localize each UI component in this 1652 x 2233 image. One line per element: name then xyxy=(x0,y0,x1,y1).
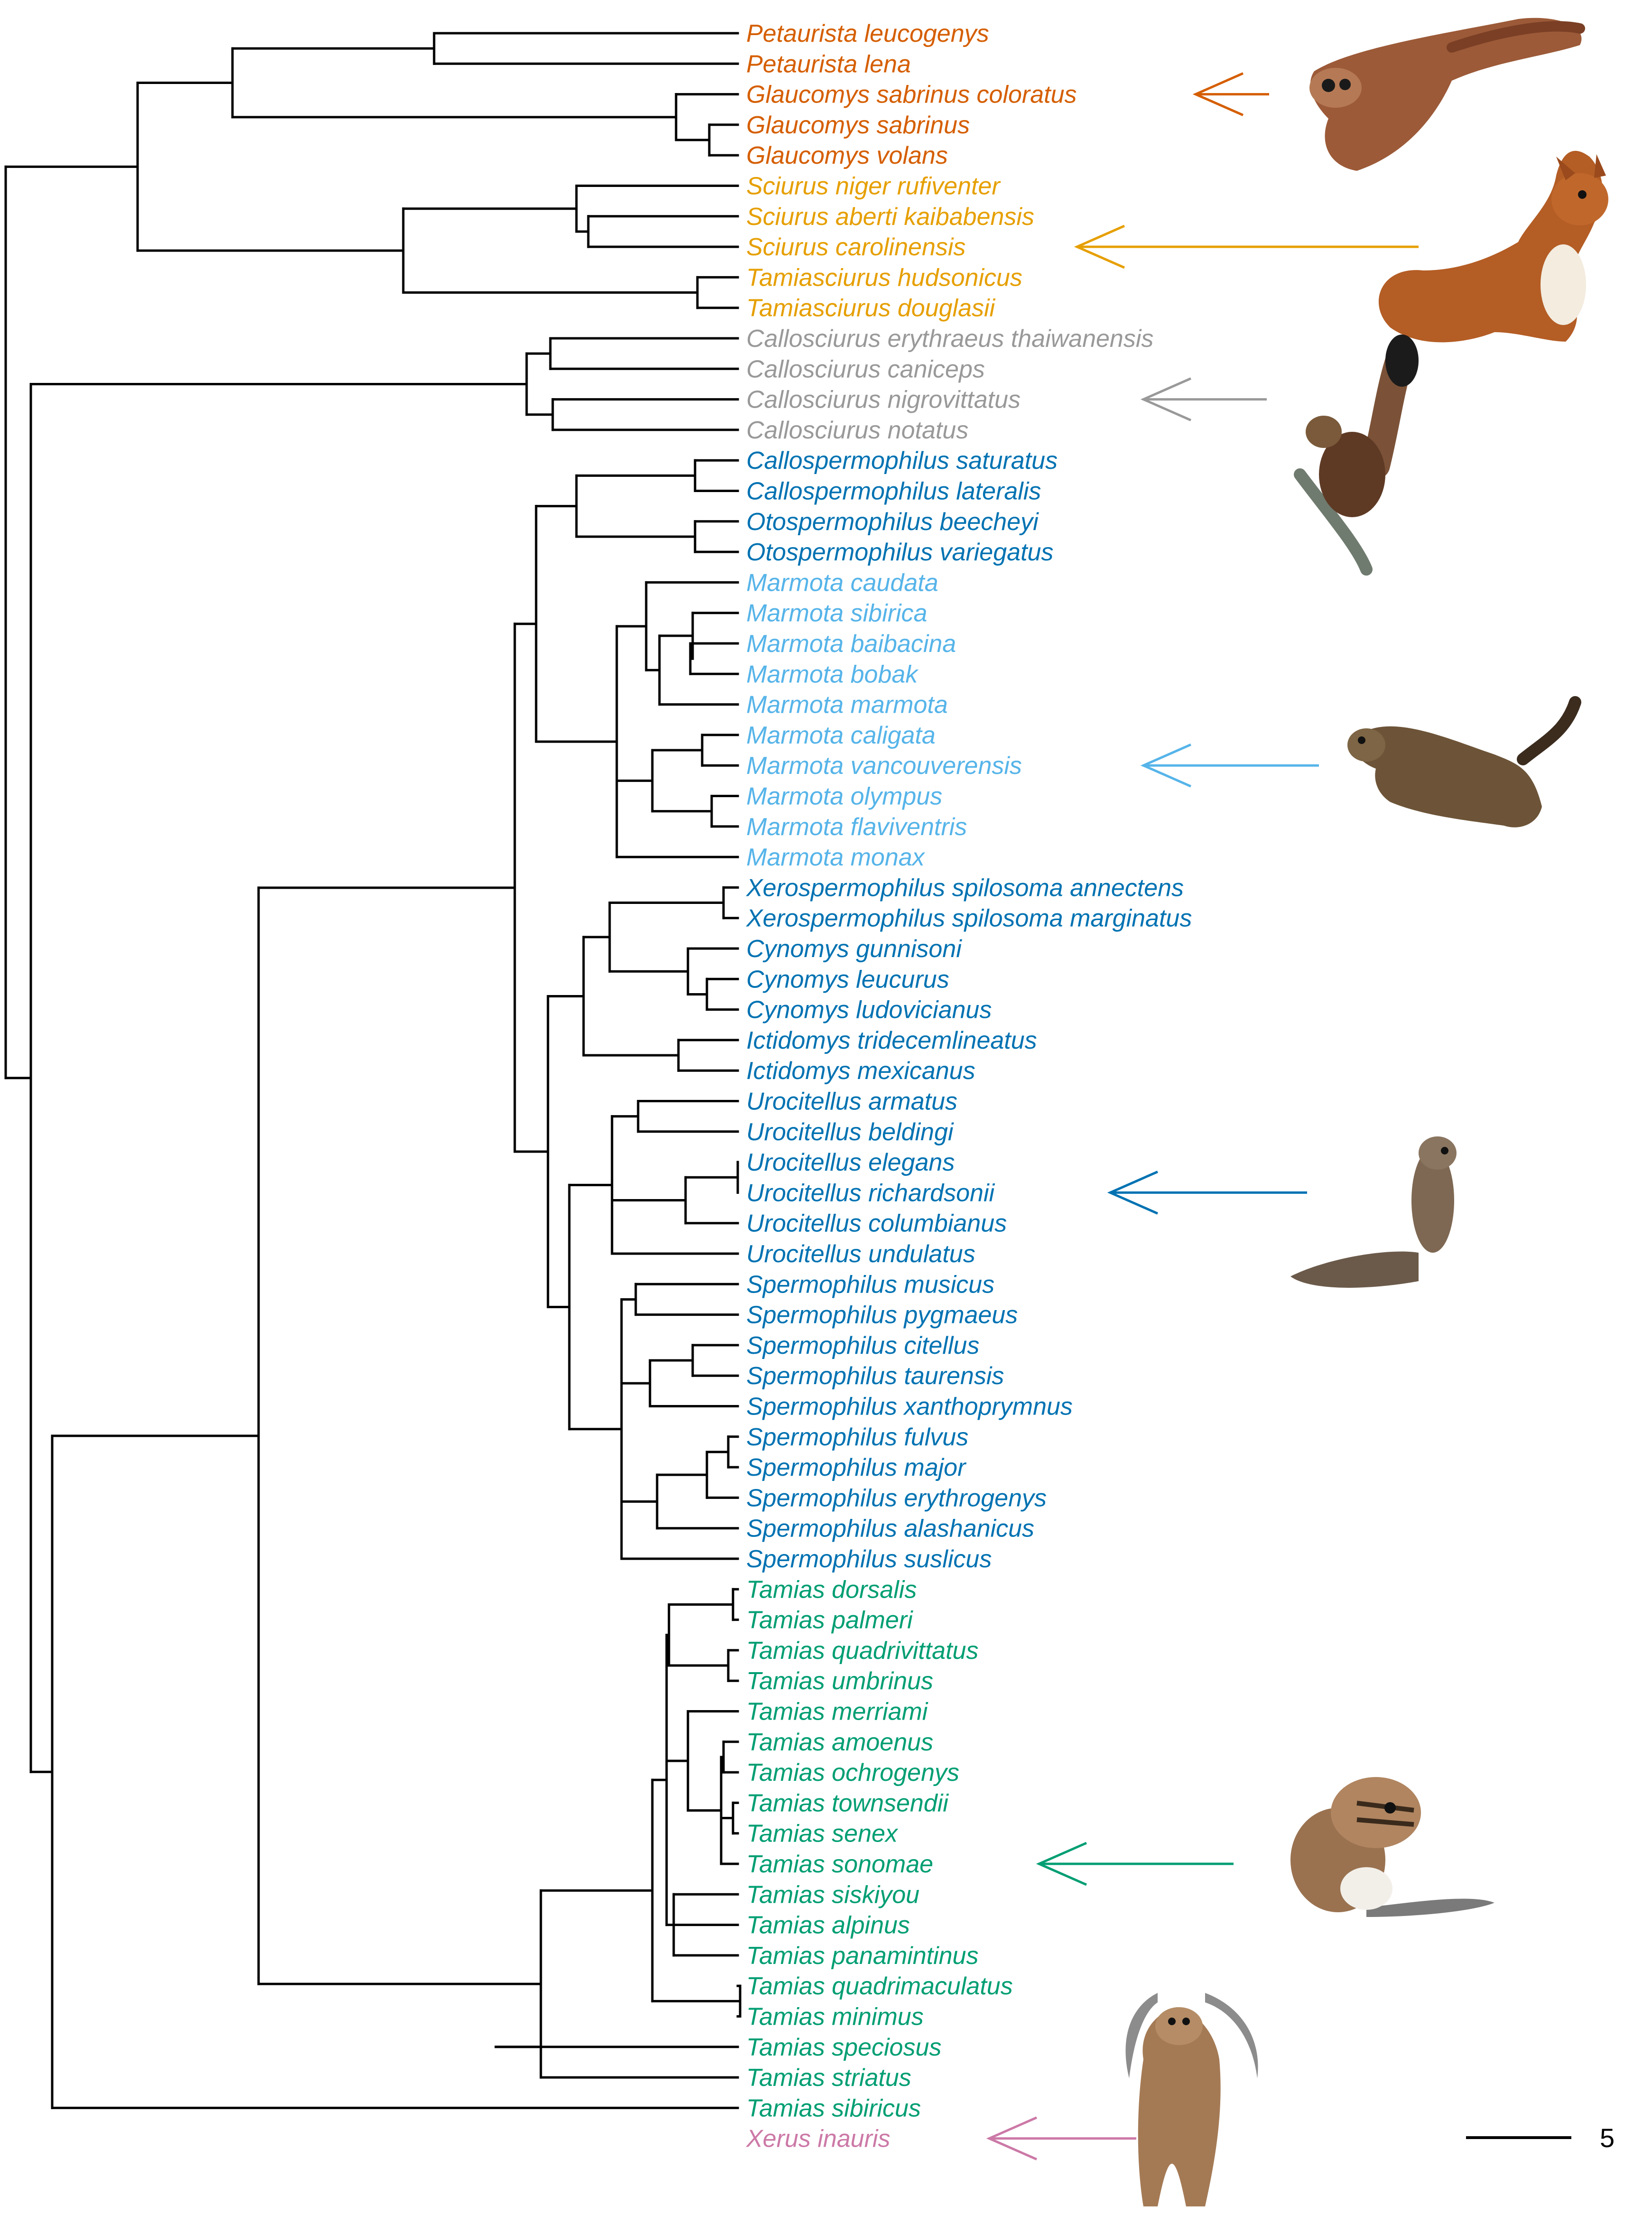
taxon-label: Marmota flaviventris xyxy=(746,813,967,841)
taxon-label: Urocitellus columbianus xyxy=(746,1210,1007,1237)
ground-squirrel-icon xyxy=(1290,1136,1457,1288)
taxon-label: Tamias siskiyou xyxy=(746,1881,919,1908)
taxon-label: Glaucomys volans xyxy=(746,142,948,169)
taxon-label: Tamias merriami xyxy=(746,1698,928,1726)
taxon-label: Marmota sibirica xyxy=(746,600,927,627)
taxon-label: Spermophilus alashanicus xyxy=(746,1515,1034,1543)
taxon-label: Otospermophilus variegatus xyxy=(746,539,1053,566)
taxon-label: Spermophilus suslicus xyxy=(746,1545,992,1573)
taxon-label: Marmota marmota xyxy=(746,691,948,719)
taxon-label: Cynomys leucurus xyxy=(746,966,949,993)
taxon-label: Tamias sonomae xyxy=(746,1851,933,1878)
taxon-label: Callosciurus caniceps xyxy=(746,355,985,383)
taxon-label: Spermophilus citellus xyxy=(746,1332,979,1359)
callosciurus-icon xyxy=(1294,335,1419,576)
taxon-label: Tamias sibiricus xyxy=(746,2094,921,2122)
taxon-label: Tamias palmeri xyxy=(746,1607,913,1634)
tree-branches xyxy=(4,32,742,2109)
taxon-label: Petaurista leucogenys xyxy=(746,20,989,47)
clade-arrow xyxy=(1074,224,1419,269)
marmot-icon xyxy=(1347,696,1581,828)
taxon-label: Spermophilus erythrogenys xyxy=(746,1484,1047,1512)
taxon-label: Marmota baibacina xyxy=(746,630,956,658)
taxon-label: Tamias quadrivittatus xyxy=(746,1637,978,1665)
clade-arrow xyxy=(1036,1842,1234,1886)
taxon-label: Ictidomys tridecemlineatus xyxy=(746,1027,1037,1054)
taxon-label: Marmota caudata xyxy=(746,569,938,596)
taxon-label: Tamiasciurus hudsonicus xyxy=(746,264,1022,291)
taxon-label: Spermophilus pygmaeus xyxy=(746,1302,1018,1329)
clade-arrow xyxy=(986,2116,1136,2160)
taxon-label: Tamias alpinus xyxy=(746,1912,910,1939)
scale-bar-label: 5 xyxy=(1600,2123,1615,2153)
taxon-label: Tamias townsendii xyxy=(746,1789,949,1817)
taxon-label: Marmota caligata xyxy=(746,722,936,749)
taxon-label: Tamias dorsalis xyxy=(746,1576,917,1603)
flying-squirrel-icon xyxy=(1309,18,1585,171)
taxon-label: Glaucomys sabrinus coloratus xyxy=(746,81,1077,109)
taxon-label: Urocitellus beldingi xyxy=(746,1118,954,1146)
taxon-label: Marmota olympus xyxy=(746,783,942,810)
taxon-label: Cynomys gunnisoni xyxy=(746,935,962,963)
cape-ground-squirrel-icon xyxy=(1125,1993,1258,2206)
taxon-label: Glaucomys sabrinus xyxy=(746,112,970,139)
taxon-label: Otospermophilus beecheyi xyxy=(746,508,1039,536)
taxon-label: Tamias striatus xyxy=(746,2064,911,2092)
taxon-label: Spermophilus musicus xyxy=(746,1271,994,1298)
taxon-label: Urocitellus armatus xyxy=(746,1088,957,1116)
taxon-label: Urocitellus undulatus xyxy=(746,1240,975,1268)
taxon-label: Xerospermophilus spilosoma annectens xyxy=(746,874,1184,902)
taxon-label: Urocitellus richardsonii xyxy=(746,1179,995,1207)
taxon-label: Callosciurus erythraeus thaiwanensis xyxy=(746,325,1153,353)
clade-arrow xyxy=(1107,1171,1307,1215)
taxon-label: Callosciurus nigrovittatus xyxy=(746,386,1021,414)
taxon-label: Tamias umbrinus xyxy=(746,1667,933,1695)
taxon-label: Spermophilus fulvus xyxy=(746,1424,968,1451)
taxon-label: Callospermophilus lateralis xyxy=(746,478,1041,505)
taxon-label: Callosciurus notatus xyxy=(746,417,968,444)
taxon-label: Sciurus carolinensis xyxy=(746,233,965,261)
clade-arrow xyxy=(1140,743,1319,788)
taxon-label: Tamias minimus xyxy=(746,2003,924,2031)
taxon-label: Spermophilus taurensis xyxy=(746,1362,1004,1390)
taxon-label: Ictidomys mexicanus xyxy=(746,1057,975,1085)
clade-arrows xyxy=(986,72,1419,2160)
taxon-label: Sciurus niger rufiventer xyxy=(746,173,1001,200)
taxon-label: Xerospermophilus spilosoma marginatus xyxy=(746,905,1192,932)
taxon-label: Tamias speciosus xyxy=(746,2034,941,2061)
taxon-label: Tamiasciurus douglasii xyxy=(746,295,996,322)
chipmunk-icon xyxy=(1290,1777,1494,1917)
taxon-label: Tamias panamintinus xyxy=(746,1942,978,1970)
taxon-label: Petaurista lena xyxy=(746,50,911,78)
taxon-label: Xerus inauris xyxy=(746,2125,890,2153)
taxon-label: Sciurus aberti kaibabensis xyxy=(746,203,1034,231)
taxon-label: Tamias ochrogenys xyxy=(746,1759,959,1786)
clade-arrow xyxy=(1140,377,1267,421)
taxon-label: Tamias senex xyxy=(746,1820,899,1848)
taxon-label: Urocitellus elegans xyxy=(746,1149,955,1176)
clade-arrow xyxy=(1192,72,1269,116)
taxon-label: Cynomys ludovicianus xyxy=(746,996,992,1024)
animal-illustrations xyxy=(1125,18,1608,2206)
taxon-label: Callospermophilus saturatus xyxy=(746,447,1058,475)
taxon-label: Spermophilus xanthoprymnus xyxy=(746,1393,1073,1421)
taxon-label: Marmota vancouverensis xyxy=(746,752,1022,780)
taxon-label: Spermophilus major xyxy=(746,1454,967,1481)
taxon-label: Marmota bobak xyxy=(746,661,919,688)
scale-bar: 5 xyxy=(1466,2123,1615,2153)
taxon-label: Tamias amoenus xyxy=(746,1729,933,1756)
red-squirrel-icon xyxy=(1378,150,1608,343)
taxon-label: Tamias quadrimaculatus xyxy=(746,1972,1013,2000)
taxon-label: Marmota monax xyxy=(746,844,926,871)
